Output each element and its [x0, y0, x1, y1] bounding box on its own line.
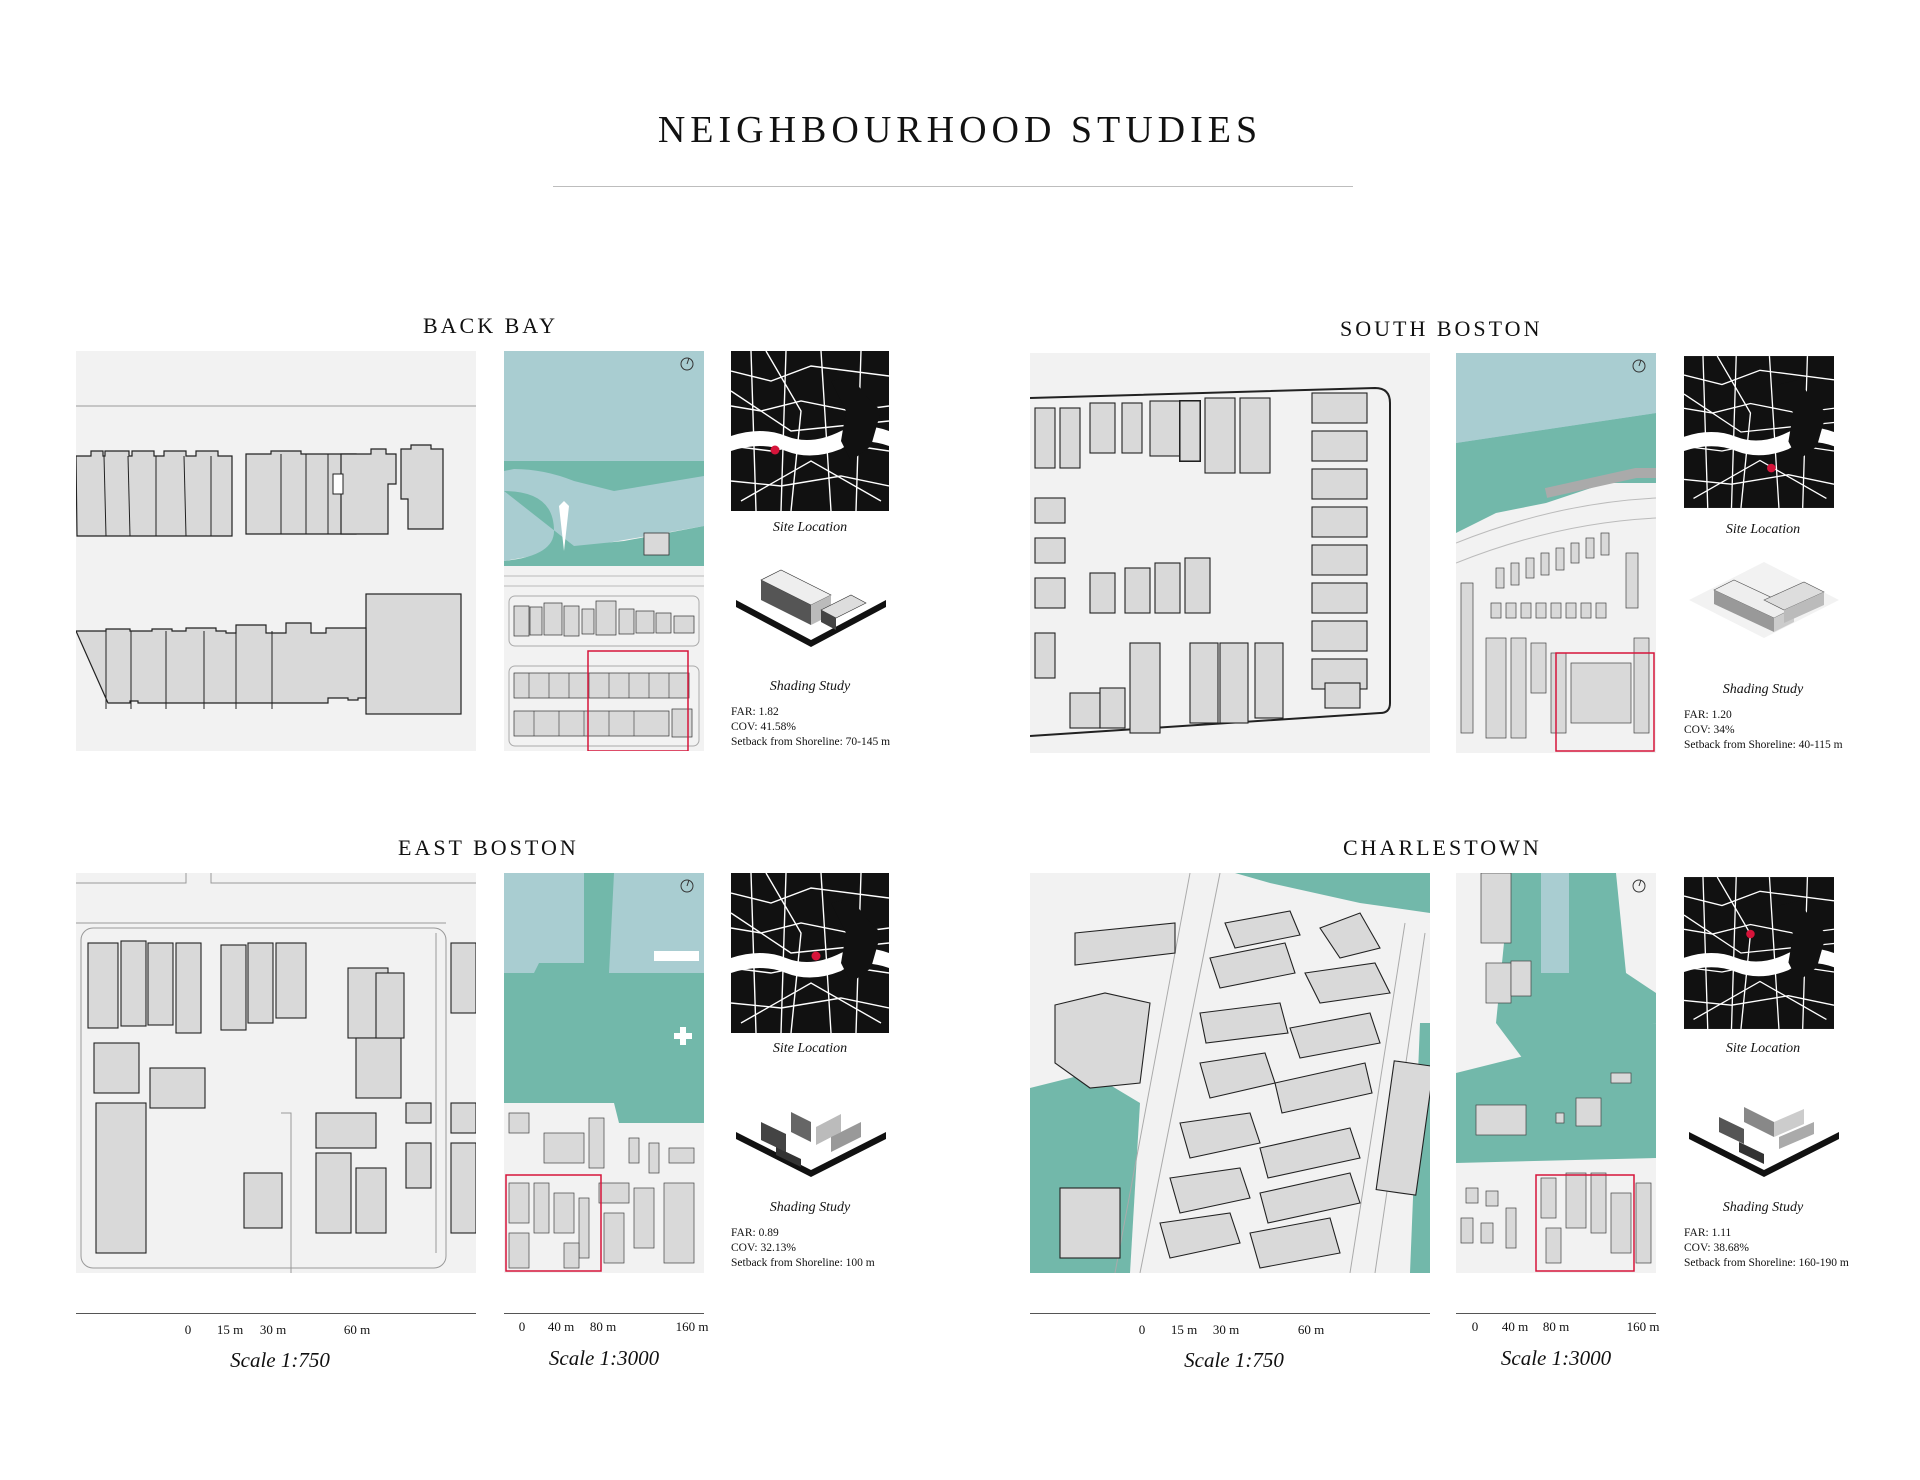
scale-tick: 60 m [343, 1322, 371, 1337]
charlestown-shading-study [1684, 1082, 1842, 1182]
scale-bar-fine-left [76, 1313, 476, 1314]
east-boston-site-location-label: Site Location [772, 1041, 848, 1056]
study-heading-charlestown: CHARLESTOWN [1343, 835, 1542, 860]
charlestown-context-map [1456, 873, 1656, 1273]
back-bay-cov: COV: 41.58% [731, 721, 796, 733]
charlestown-site-location-label: Site Location [1725, 1041, 1801, 1056]
back-bay-metrics: FAR: 1.82 COV: 41.58% Setback from Shore… [731, 705, 890, 750]
scale-label-fine-left: Scale 1:750 [230, 1348, 330, 1372]
east-boston-shading-label: Shading Study [769, 1200, 851, 1215]
scale-bar-coarse-right [1456, 1313, 1656, 1314]
south-boston-cov: COV: 34% [1684, 724, 1735, 736]
east-boston-site-plan [76, 873, 476, 1273]
scale-tick: 60 m [1297, 1322, 1325, 1337]
study-heading-east-boston: EAST BOSTON [398, 835, 579, 860]
back-bay-site-location-map [731, 351, 889, 511]
study-heading-south-boston: SOUTH BOSTON [1340, 316, 1543, 341]
south-boston-shading-study [1684, 560, 1842, 660]
scale-tick: 80 m [589, 1319, 617, 1334]
scale-tick: 30 m [259, 1322, 287, 1337]
south-boston-context-map [1456, 353, 1656, 753]
scale-tick: 30 m [1212, 1322, 1240, 1337]
back-bay-site-plan [76, 351, 476, 751]
charlestown-metrics: FAR: 1.11 COV: 38.68% Setback from Shore… [1684, 1226, 1849, 1271]
scale-tick: 15 m [216, 1322, 244, 1337]
scale-tick: 0 [518, 1319, 526, 1334]
scale-tick: 0 [1471, 1319, 1479, 1334]
east-boston-shading-study [731, 1082, 889, 1182]
scale-tick: 160 m [1626, 1319, 1660, 1334]
charlestown-site-location-map [1684, 873, 1834, 1033]
study-heading-back-bay: BACK BAY [423, 313, 559, 338]
scale-bar-coarse-left [504, 1313, 704, 1314]
scale-tick: 80 m [1542, 1319, 1570, 1334]
east-boston-site-location-map [731, 873, 889, 1033]
title-divider [553, 186, 1353, 187]
south-boston-metrics: FAR: 1.20 COV: 34% Setback from Shorelin… [1684, 708, 1843, 753]
back-bay-setback: Setback from Shoreline: 70-145 m [731, 736, 891, 748]
scale-label-coarse-left: Scale 1:3000 [548, 1346, 660, 1370]
scale-label-coarse-right: Scale 1:3000 [1500, 1346, 1612, 1370]
south-boston-site-plan [1030, 353, 1430, 753]
scale-tick: 160 m [675, 1319, 709, 1334]
page-title: NEIGHBOURHOOD STUDIES [657, 109, 1263, 151]
scale-tick: 0 [184, 1322, 192, 1337]
south-boston-site-location-map [1684, 353, 1834, 511]
charlestown-shading-label: Shading Study [1722, 1200, 1804, 1215]
south-boston-far: FAR: 1.20 [1684, 709, 1732, 721]
back-bay-far: FAR: 1.82 [731, 706, 779, 718]
east-boston-context-map [504, 873, 704, 1273]
east-boston-setback: Setback from Shoreline: 100 m [731, 1257, 875, 1269]
south-boston-site-location-label: Site Location [1725, 522, 1801, 537]
back-bay-site-location-label: Site Location [772, 520, 848, 535]
south-boston-shading-label: Shading Study [1722, 682, 1804, 697]
charlestown-cov: COV: 38.68% [1684, 1242, 1749, 1254]
scale-tick: 15 m [1170, 1322, 1198, 1337]
charlestown-setback: Setback from Shoreline: 160-190 m [1684, 1257, 1849, 1269]
back-bay-shading-label: Shading Study [769, 679, 851, 694]
back-bay-context-map [504, 351, 704, 751]
scale-label-fine-right: Scale 1:750 [1184, 1348, 1284, 1372]
east-boston-cov: COV: 32.13% [731, 1242, 796, 1254]
scale-tick: 0 [1138, 1322, 1146, 1337]
charlestown-far: FAR: 1.11 [1684, 1227, 1732, 1239]
back-bay-shading-study [731, 555, 889, 655]
south-boston-setback: Setback from Shoreline: 40-115 m [1684, 739, 1843, 751]
scale-bar-fine-right [1030, 1313, 1430, 1314]
charlestown-site-plan [1030, 873, 1430, 1273]
scale-tick: 40 m [547, 1319, 575, 1334]
scale-tick: 40 m [1501, 1319, 1529, 1334]
east-boston-metrics: FAR: 0.89 COV: 32.13% Setback from Shore… [731, 1226, 875, 1271]
east-boston-far: FAR: 0.89 [731, 1227, 779, 1239]
